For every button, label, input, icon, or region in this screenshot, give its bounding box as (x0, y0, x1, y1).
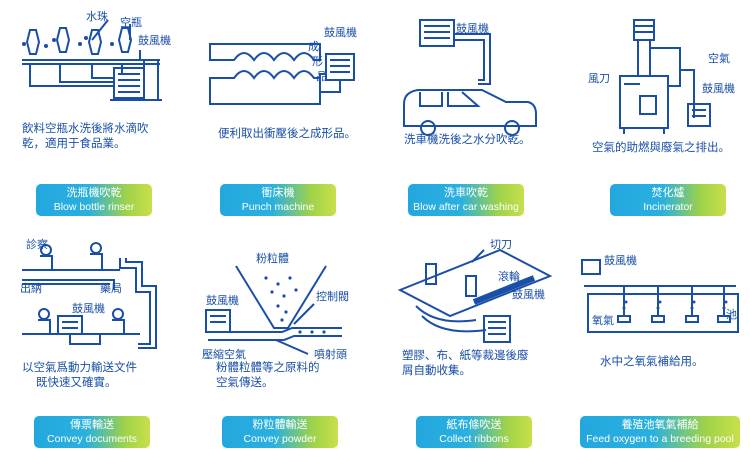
pool-icon (587, 293, 739, 333)
convey-powder-illustration (205, 265, 342, 355)
bottle-icon (25, 27, 133, 55)
label-roller: 滾輪 (498, 270, 520, 283)
caption-punch-machine: 便利取出衝壓後之成形品。 (218, 126, 356, 140)
label-formed-2: 形 (312, 55, 323, 68)
label-pool: 池 (726, 308, 737, 321)
label-blower: 鼓風機 (324, 26, 357, 39)
label-air-knife: 風刀 (588, 72, 610, 85)
badge-convey-powder: 粉粒體輸送 Convey powder (222, 416, 338, 448)
caption-car-washing: 洗車機洗後之水分吹乾。 (404, 132, 531, 146)
badge-title-en: Blow bottle rinser (53, 201, 135, 213)
panel-convey-documents: 診察 出納 藥局 鼓風機 以空氣爲動力輸送文件 既快速又確實。 傳票輸送 Con… (0, 230, 187, 459)
blower-icon (581, 259, 601, 275)
bottle-rinser-illustration (22, 19, 162, 101)
label-cutter: 切刀 (490, 238, 512, 251)
label-water-drops: 水珠 (86, 10, 108, 23)
blower-icon (57, 315, 83, 335)
convey-documents-illustration (22, 242, 157, 349)
badge-convey-documents: 傳票輸送 Convey documents (34, 416, 150, 448)
label-pharmacy: 藥局 (100, 282, 122, 295)
caption-convey-powder: 粉體粒體等之原料的 空氣傳送。 (216, 360, 320, 389)
chimney-top (633, 19, 655, 41)
label-formed-1: 成 (308, 40, 319, 53)
label-compressed-air: 壓縮空氣 (202, 348, 246, 361)
label-formed-3: 品 (316, 70, 327, 83)
label-empty-bottle: 空瓶 (120, 16, 142, 29)
pipe-icon (69, 334, 101, 345)
caption-collect-ribbons: 塑膠、布、紙等裁邊後廢 屑自動收集。 (402, 348, 529, 377)
blower-icon (113, 67, 145, 99)
panel-collect-ribbons: 切刀 滾輪 鼓風機 塑膠、布、紙等裁邊後廢 屑自動收集。 紙布條吹送 Colle… (376, 230, 563, 459)
blower-icon (205, 309, 231, 333)
label-cashier: 出納 (20, 282, 42, 295)
badge-punch-machine: 衝床機 Punch machine (220, 184, 336, 216)
hopper-icon (235, 265, 327, 329)
label-blower: 鼓風機 (702, 82, 735, 95)
incinerator-illustration (619, 19, 711, 134)
panel-car-washing: 鼓風機 洗車機洗後之水分吹乾。 洗車吹乾 Blow after car wash… (376, 0, 563, 229)
panel-punch-machine: 鼓風機 成 形 品 便利取出衝壓後之成形品。 衝床機 Punch machine (188, 0, 375, 229)
panel-feed-oxygen: 鼓風機 氧氣 池 水中之氧氣補給用。 養殖池氧氣補給 Feed oxygen t… (564, 230, 750, 459)
badge-collect-ribbons: 紙布條吹送 Collect ribbons (416, 416, 532, 448)
caption-convey-documents: 以空氣爲動力輸送文件 既快速又確實。 (22, 360, 137, 389)
punch-machine-illustration (209, 43, 355, 105)
badge-title-zh: 洗瓶機吹乾 (66, 186, 122, 199)
panel-incinerator: 空氣 風刀 鼓風機 空氣的助燃與廢氣之排出。 焚化爐 Incinerator (564, 0, 750, 229)
badge-car-washing: 洗車吹乾 Blow after car washing (408, 184, 524, 216)
caption-feed-oxygen: 水中之氧氣補給用。 (600, 354, 704, 368)
label-powder: 粉粒體 (256, 252, 289, 265)
label-blower: 鼓風機 (206, 294, 239, 307)
label-air: 空氣 (708, 52, 730, 65)
label-blower: 鼓風機 (456, 22, 489, 35)
label-blower: 鼓風機 (604, 254, 637, 267)
collect-ribbons-illustration (397, 248, 553, 343)
blower-icon (483, 315, 511, 343)
label-control-valve: 控制閥 (316, 290, 349, 303)
label-blower: 鼓風機 (72, 302, 105, 315)
panel-blow-bottle-rinser: 水珠 空瓶 鼓風機 飲料空瓶水洗後將水滴吹 乾，適用于食品業。 洗瓶機吹乾 Bl… (0, 0, 187, 229)
car-wash-illustration (403, 19, 537, 136)
label-blower: 鼓風機 (138, 34, 171, 47)
panel-convey-powder: 粉粒體 鼓風機 控制閥 壓縮空氣 噴射頭 粉體粒體等之原料的 空氣傳送。 粉粒體… (188, 230, 375, 459)
car-icon (403, 89, 537, 136)
badge-feed-oxygen: 養殖池氧氣補給 Feed oxygen to a breeding pool (580, 416, 740, 448)
incinerator-icon (619, 75, 669, 129)
roller-icon (472, 275, 536, 305)
badge-incinerator: 焚化爐 Incinerator (610, 184, 726, 216)
label-clinic: 診察 (26, 238, 48, 251)
caption-bottle-rinser: 飲料空瓶水洗後將水滴吹 乾，適用于食品業。 (22, 121, 149, 150)
badge-blow-bottle-rinser: 洗瓶機吹乾 Blow bottle rinser (36, 184, 152, 216)
label-oxygen: 氧氣 (592, 314, 614, 327)
blower-icon (687, 103, 711, 127)
caption-incinerator: 空氣的助燃與廢氣之排出。 (592, 140, 730, 154)
breeding-pool-illustration (581, 259, 739, 333)
label-blower: 鼓風機 (512, 288, 545, 301)
label-nozzle: 噴射頭 (314, 348, 347, 361)
